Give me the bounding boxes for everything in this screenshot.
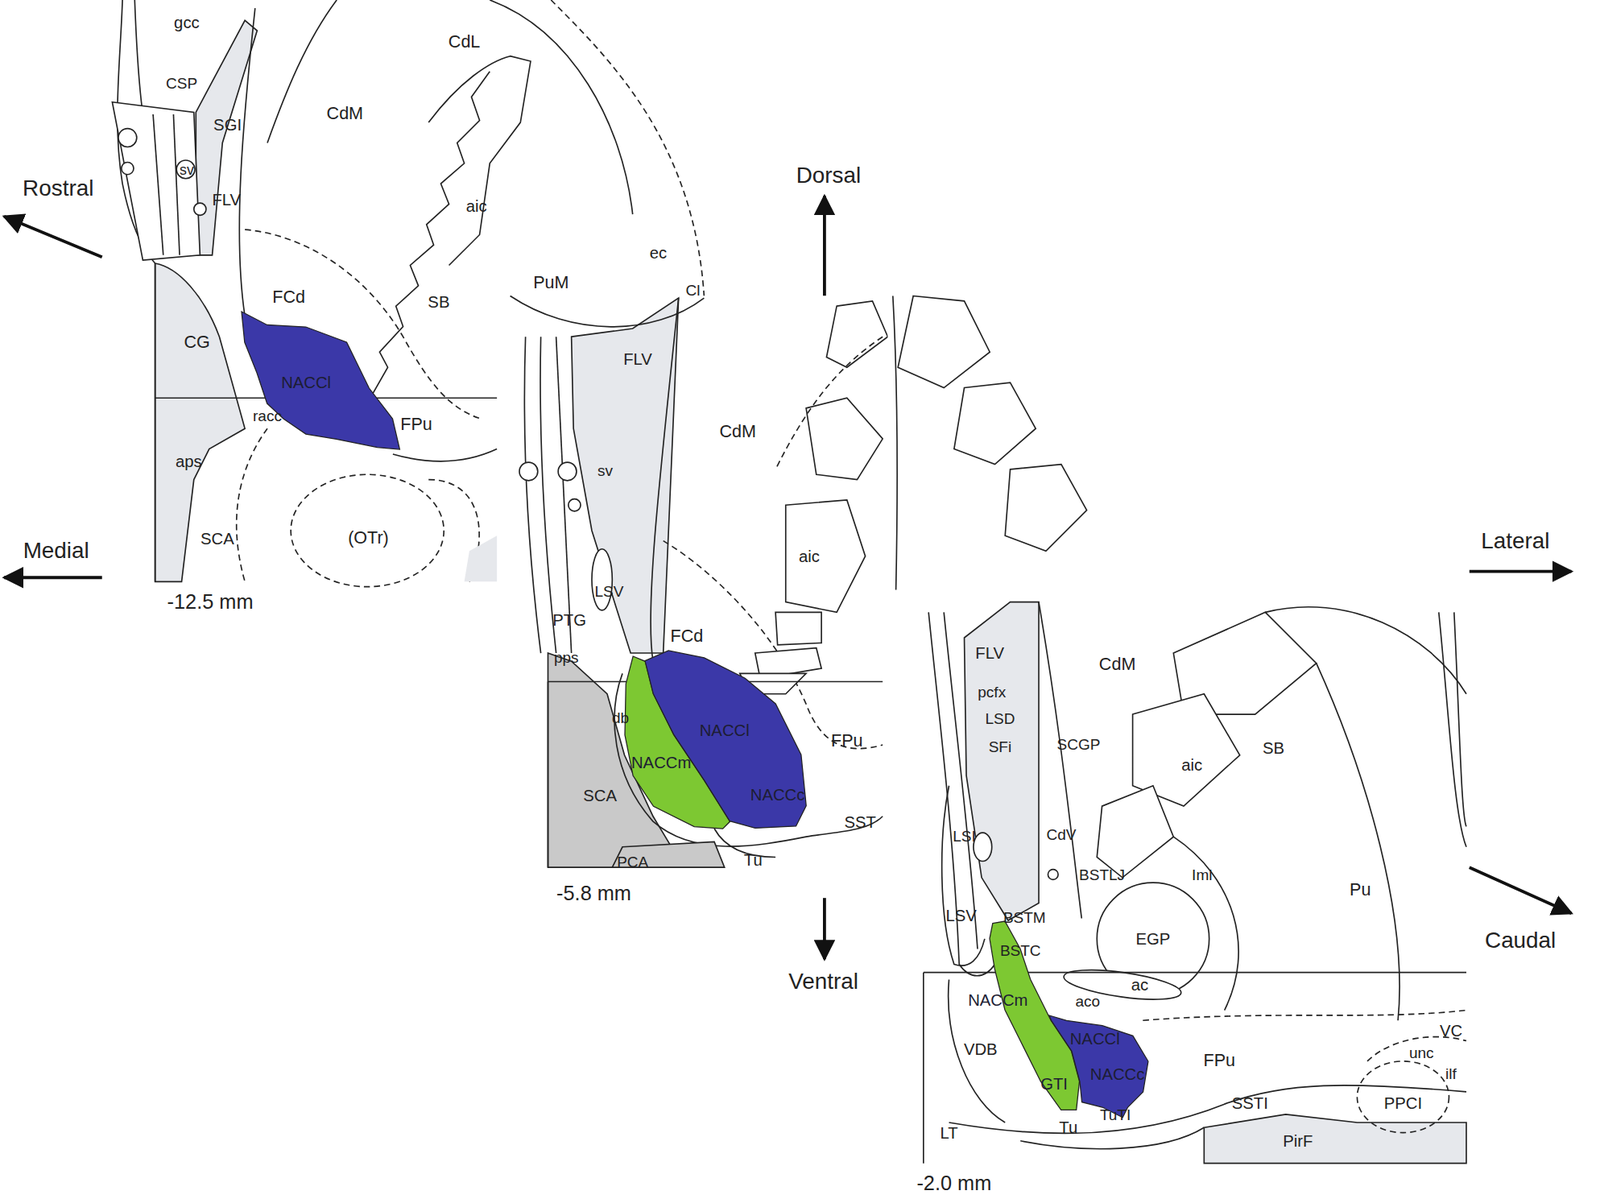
structure-label: pps	[554, 650, 579, 666]
structure-label: Tu	[1058, 1119, 1078, 1136]
axis-label: Lateral	[1480, 529, 1550, 553]
structure-label: (OTr)	[347, 529, 389, 548]
structure-label: VDB	[963, 1041, 998, 1058]
nucleus-region: NACClNACCc	[1049, 1015, 1149, 1118]
structure-label: -5.8 mm	[556, 883, 632, 904]
structure-label: LSV	[595, 583, 625, 600]
structure-label: FCd	[669, 628, 703, 646]
structure-label: aic	[466, 198, 488, 215]
structure-label: SCA	[200, 530, 235, 547]
structure-label: BSTLJ	[1079, 868, 1125, 884]
structure-label: Iml	[1191, 868, 1212, 884]
structure-label: SCGP	[1057, 737, 1101, 753]
axis-label: Medial	[23, 539, 90, 563]
structure-label: aps	[175, 453, 203, 470]
structure-label: ac	[1131, 976, 1149, 993]
nucleus-region: NACCl	[241, 311, 400, 450]
structure-label: CdV	[1045, 826, 1076, 843]
structure-label: sv	[179, 163, 195, 178]
structure-label: FPu	[831, 732, 864, 751]
structure-label: BSTC	[1000, 943, 1042, 960]
structure-label: PPCI	[1384, 1095, 1423, 1112]
structure-label: LSD	[984, 711, 1015, 728]
structure-label: PCA	[616, 854, 649, 870]
structure-label: FLV	[211, 191, 241, 208]
axis-label: Rostral	[22, 177, 94, 200]
structure-label: sv	[597, 463, 613, 480]
structure-label: -12.5 mm	[167, 591, 254, 612]
structure-label: aic	[798, 547, 820, 564]
structure-label: FLV	[623, 351, 653, 368]
region-label: NACCl	[699, 722, 750, 739]
structure-label: CG	[183, 334, 210, 352]
section-middle	[510, 296, 889, 869]
structure-label: SB	[1262, 740, 1285, 757]
structure-label: ec	[649, 244, 667, 261]
structure-label: unc	[1409, 1045, 1435, 1061]
structure-label: FPu	[400, 417, 433, 435]
region-label: NACCm	[967, 992, 1028, 1009]
structure-label: Tu	[744, 851, 763, 869]
axis-label: Ventral	[788, 970, 859, 993]
structure-label: EGP	[1136, 930, 1171, 947]
structure-label: aco	[1075, 994, 1101, 1010]
region-label: NACCm	[631, 753, 691, 770]
structure-label: BSTM	[1003, 910, 1046, 927]
structure-label: CdM	[326, 105, 364, 124]
structure-label: SST	[844, 814, 877, 831]
structure-label: gcc	[173, 14, 200, 31]
structure-label: ilf	[1445, 1066, 1457, 1083]
section-caudal	[893, 296, 1467, 1164]
structure-label: LSV	[946, 907, 977, 924]
structure-label: aic	[1181, 756, 1203, 774]
structure-label: VC	[1439, 1022, 1463, 1039]
structure-label: FLV	[975, 644, 1005, 662]
region-label: NACCl	[1070, 1030, 1121, 1047]
structure-label: FCd	[272, 289, 306, 307]
structure-label: Pu	[1349, 882, 1371, 901]
structure-label: CdM	[719, 424, 756, 443]
axis-label: Caudal	[1484, 929, 1556, 952]
structure-label: SGI	[213, 115, 242, 133]
structure-label: racc	[252, 409, 282, 425]
structure-label: CdL	[448, 33, 481, 52]
structure-label: SB	[427, 293, 450, 311]
nucleus-region: NACClNACCc	[644, 650, 807, 828]
region-label: NACCc	[750, 786, 806, 803]
structure-label: LSI	[952, 829, 976, 845]
structure-label: Cl	[685, 283, 700, 299]
structure-label: SSTI	[1232, 1095, 1269, 1112]
structure-label: FPu	[1203, 1052, 1237, 1071]
structure-label: CdM	[1099, 656, 1136, 674]
structure-label: LT	[939, 1124, 958, 1141]
structure-label: CSP	[165, 75, 198, 91]
structure-label: PuM	[533, 275, 569, 294]
region-label: GTI	[1040, 1075, 1068, 1092]
structure-label: TuTI	[1099, 1108, 1131, 1124]
structure-label: PTG	[552, 611, 587, 629]
structure-label: -2.0 mm	[916, 1173, 992, 1194]
structure-label: pcfx	[977, 685, 1006, 701]
structure-label: PirF	[1282, 1132, 1313, 1150]
axis-label: Dorsal	[796, 164, 862, 187]
structure-label: SCA	[582, 787, 617, 804]
structure-label: db	[611, 711, 629, 727]
structure-label: SFi	[988, 739, 1013, 755]
region-label: NACCl	[281, 374, 331, 391]
region-label: NACCc	[1090, 1066, 1146, 1083]
